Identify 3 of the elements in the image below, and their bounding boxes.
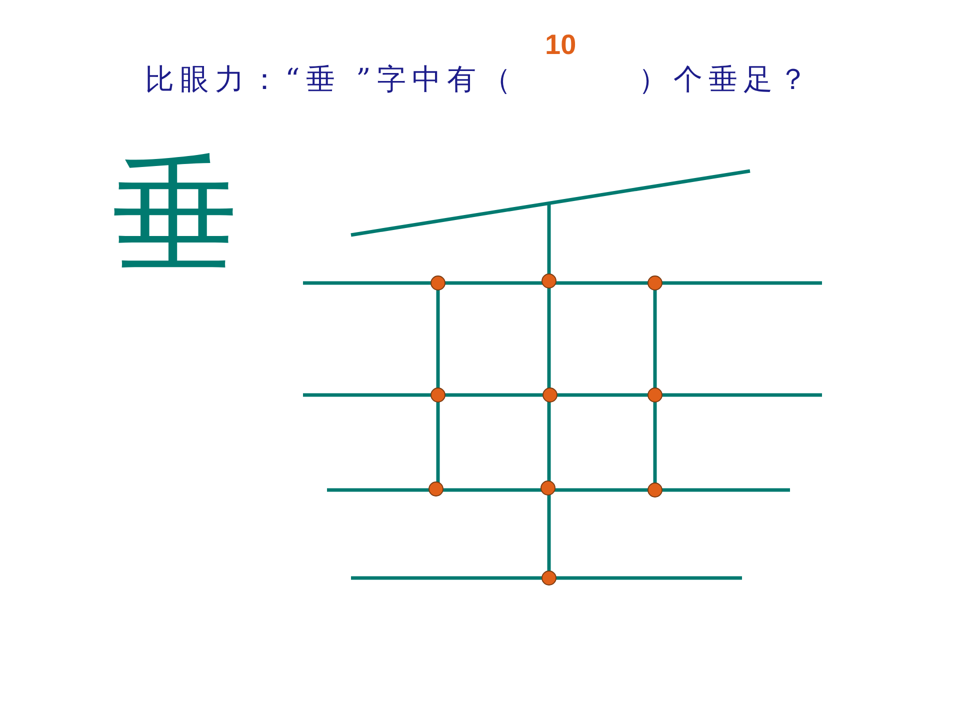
character-label: 垂 — [112, 140, 238, 290]
title: 比眼力：“垂 ”字中有（ ）个垂足？ — [145, 62, 814, 96]
answer-text: 10 — [545, 30, 576, 60]
